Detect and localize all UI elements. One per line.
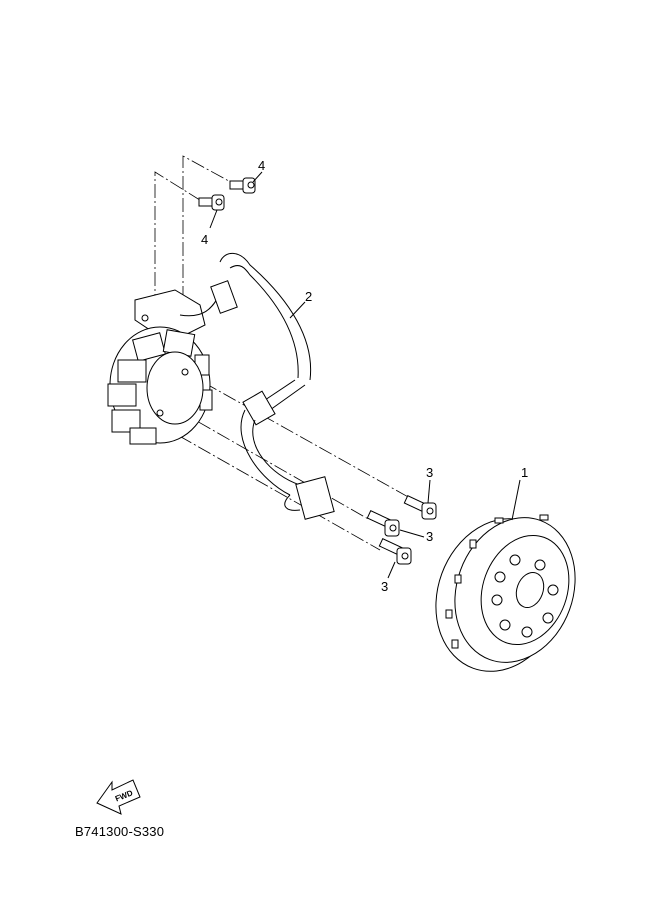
drawing-code: B741300-S330 [75,824,165,839]
callout-1: 1 [521,465,529,480]
callout-3-middle: 3 [426,529,434,544]
callout-4-lower: 4 [201,232,209,247]
bolt-3-lower-icon [378,538,412,565]
wire-harness-icon [179,252,335,520]
bolt-3-middle-icon [366,510,400,537]
callout-leaders [209,171,431,579]
callout-4-upper: 4 [258,158,266,173]
stator-icon [107,289,213,445]
fwd-arrow-icon: FWD [96,779,141,815]
bolt-4-upper-icon [229,177,256,194]
rotor-icon [435,479,576,672]
callout-3-upper: 3 [426,465,434,480]
callout-3-lower: 3 [381,579,389,594]
bolt-3-upper-icon [403,495,437,520]
bolt-4-lower-icon [198,194,225,211]
callout-2: 2 [305,289,313,304]
